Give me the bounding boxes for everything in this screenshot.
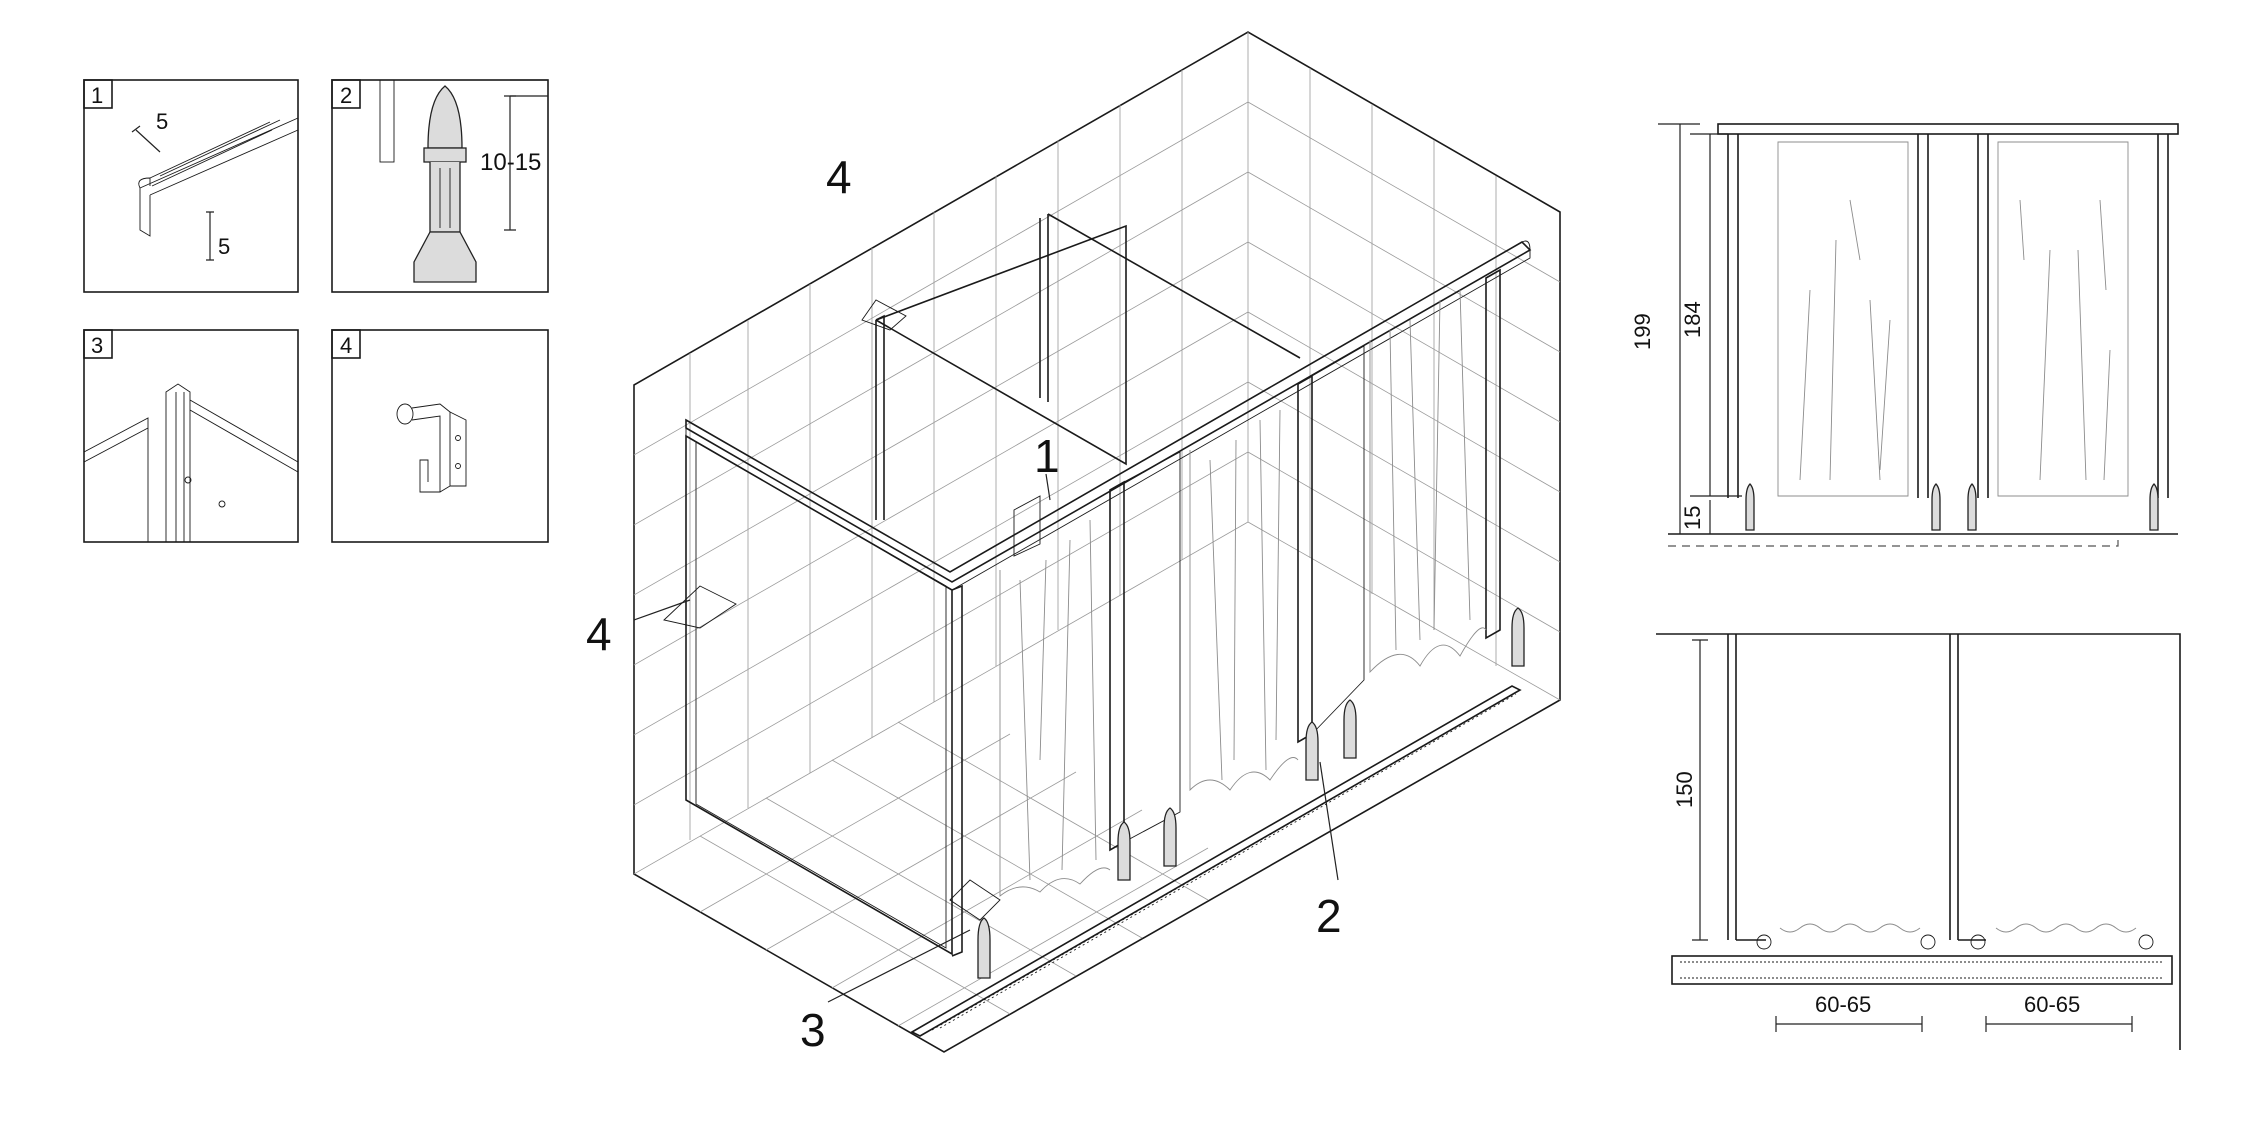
detail-box-2-dim: 10-15 [480, 149, 541, 176]
detail-box-4-number: 4 [340, 333, 352, 358]
plan-width-1: 60-65 [1815, 992, 1871, 1017]
detail-box-1-number: 1 [91, 83, 103, 108]
callout-2: 2 [1316, 890, 1342, 942]
plan-view: 150 60-65 60-65 [1656, 633, 2181, 1050]
detail-box-1: 1 5 5 [83, 79, 299, 293]
detail-box-3-number: 3 [91, 333, 103, 358]
callout-4-left: 4 [586, 608, 612, 660]
elevation-view: 199 184 15 [1630, 123, 2179, 547]
curtains [999, 289, 1487, 897]
detail-box-2-number: 2 [340, 83, 352, 108]
panel-feet [977, 607, 1525, 979]
detail-box-4: 4 [331, 329, 549, 543]
isometric-view: 4 1 4 2 3 [586, 31, 1561, 1056]
end-panel [685, 434, 963, 957]
callout-3: 3 [800, 1004, 826, 1056]
wall-tiles [633, 68, 1561, 1027]
detail-box-2: 2 10-15 [331, 79, 549, 293]
callout-1: 1 [1034, 430, 1060, 482]
callout-4-top: 4 [826, 151, 852, 203]
top-rail [685, 240, 1532, 591]
elevation-panel-height: 184 [1680, 301, 1705, 338]
detail-box-3: 3 [83, 329, 299, 543]
detail-box-1-dim-a: 5 [156, 109, 168, 134]
detail-box-1-dim-b: 5 [218, 234, 230, 259]
floor-drain [910, 685, 1522, 1037]
elevation-overall-height: 199 [1630, 313, 1655, 350]
plan-depth: 150 [1672, 771, 1697, 808]
elevation-floor-gap: 15 [1680, 506, 1705, 530]
plan-width-2: 60-65 [2024, 992, 2080, 1017]
